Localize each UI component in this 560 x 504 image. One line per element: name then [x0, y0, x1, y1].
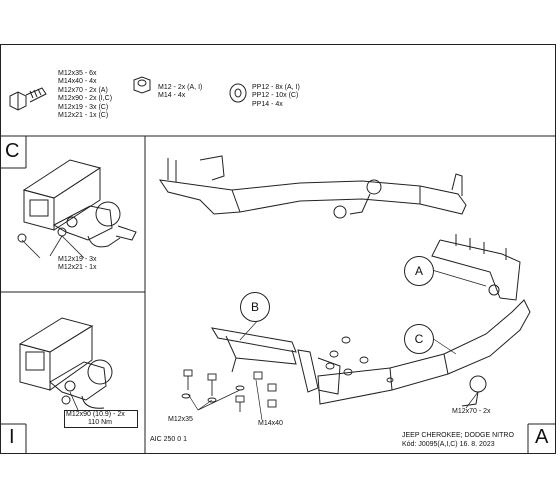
bolt-icon: [9, 87, 47, 111]
washer-spec: PP14 - 4x: [252, 100, 283, 108]
panel-a-letter: A: [535, 426, 549, 448]
panel-i-hitch: [18, 317, 113, 409]
callout-m12x70: M12x70 - 2x: [452, 408, 491, 415]
bolt-spec: M14x40 - 4x: [58, 78, 97, 86]
bolt-list: M12x35 - 6x M14x40 - 4x M12x70 - 2x (A) …: [58, 70, 112, 120]
bolt-spec: M12x90 - 2x (I,C): [58, 95, 113, 103]
panel-i-letter: I: [9, 426, 15, 448]
drawing-code: AIC 250 0 1: [150, 436, 187, 443]
bolt-spec: M12x35 - 6x: [58, 70, 97, 77]
panel-c-letter: C: [5, 140, 20, 162]
label-a: A: [404, 256, 434, 286]
callout-m14x40: M14x40: [258, 420, 283, 427]
drawing-frame: [0, 44, 556, 454]
washer-spec: PP12 - 8x (A, I): [252, 84, 300, 91]
nut-icon: [133, 76, 151, 94]
fasteners: [181, 336, 394, 412]
panel-c-callout: M12x21 - 1x: [58, 264, 97, 271]
bolt-spec: M12x70 - 2x (A): [58, 86, 108, 94]
nut-spec: M14 - 4x: [158, 92, 186, 100]
label-b: B: [240, 292, 270, 322]
washer-spec: PP12 - 10x (C): [252, 92, 299, 100]
callout-m12x35: M12x35: [168, 416, 193, 423]
label-c: C: [404, 324, 434, 354]
vehicle-name: JEEP CHEROKEE; DODGE NITRO: [402, 432, 514, 439]
washer-list: PP12 - 8x (A, I) PP12 - 10x (C) PP14 - 4…: [252, 84, 300, 109]
bracket-b: [211, 327, 341, 395]
panel-i-torque-box: [64, 410, 138, 428]
bolt-spec: M12x21 - 1x (C): [58, 112, 109, 120]
kod-date: Kód: J0095(A,I,C) 16. 8. 2023: [402, 441, 495, 448]
panel-i-callout: M12x90 (10.9) - 2x: [66, 411, 125, 418]
nut-list: M12 - 2x (A, I) M14 - 4x: [158, 84, 202, 101]
upper-hitch-overview: [158, 155, 467, 219]
panel-c-callout: M12x19 - 3x: [58, 256, 97, 263]
lower-crossbar: [317, 234, 531, 407]
bolt-spec: M12x19 - 3x (C): [58, 103, 109, 111]
panel-i-torque: 110 Nm: [88, 419, 112, 426]
panel-c-hitch: [17, 159, 137, 248]
nut-spec: M12 - 2x (A, I): [158, 84, 203, 91]
washer-icon: [229, 83, 247, 103]
